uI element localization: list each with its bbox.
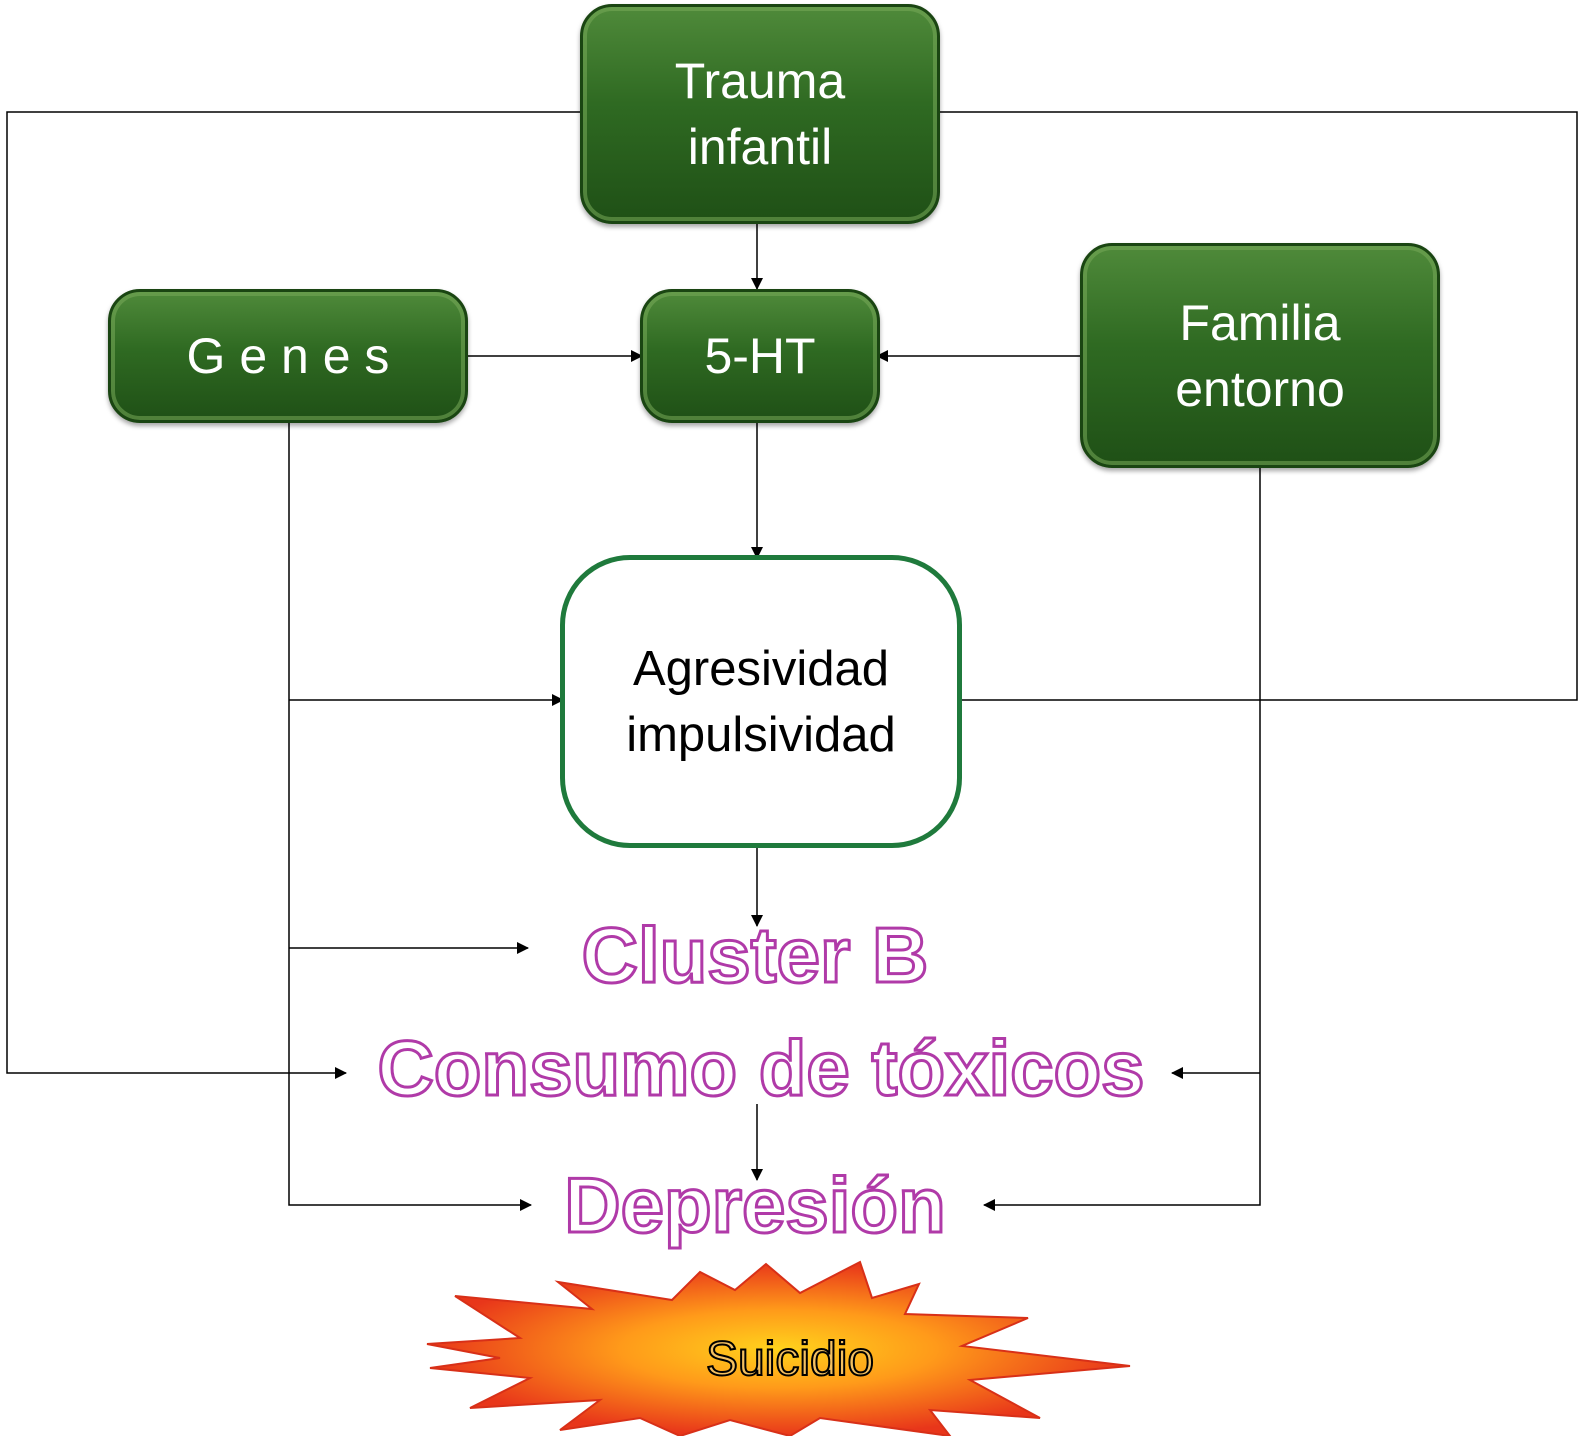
line-genes-trunk <box>288 423 532 1211</box>
node-familia-entorno: Familia entorno <box>1080 243 1440 468</box>
node-agresividad-impulsividad: Agresividad impulsividad <box>560 555 962 848</box>
outcome-depresion: Depresión <box>563 1160 947 1251</box>
outcome-consumo-de-toxicos: Consumo de tóxicos <box>376 1023 1146 1114</box>
outcome-suicidio-label: Suicidio <box>705 1332 875 1387</box>
arrow-familia-to-depresion <box>983 468 1261 1211</box>
node-genes: G e n e s <box>108 289 468 423</box>
suicidio-burst-shape <box>426 1260 1131 1436</box>
arrow-trauma-to-agresividad <box>938 111 1578 706</box>
node-trauma-infantil: Trauma infantil <box>580 4 940 224</box>
outcome-cluster-b: Cluster B <box>580 910 930 1001</box>
node-5ht: 5-HT <box>640 289 880 423</box>
arrow-trauma-to-consumo <box>6 111 580 1079</box>
